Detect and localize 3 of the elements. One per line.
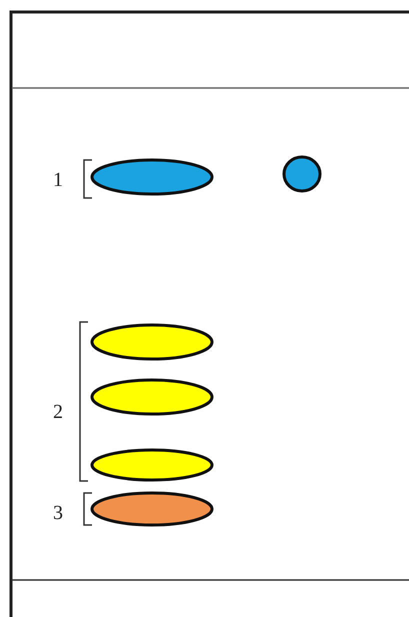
fraction-number: 1: [53, 169, 63, 191]
fraction-number: 2: [53, 401, 63, 423]
fraction-number: 3: [53, 502, 63, 524]
